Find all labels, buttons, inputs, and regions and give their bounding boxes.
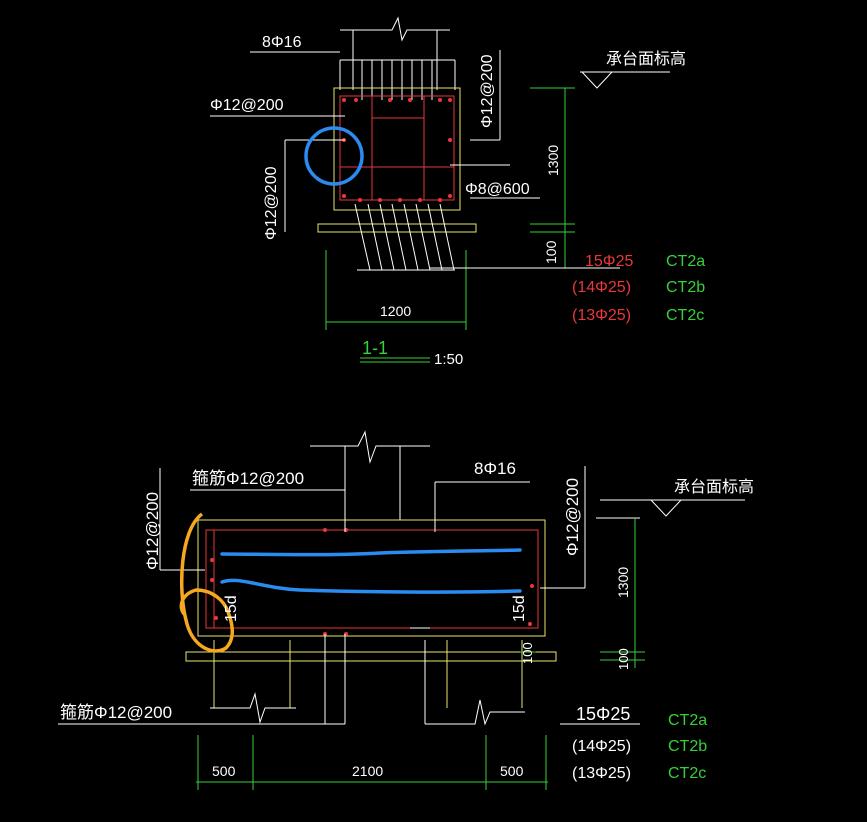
markup-circle [304,126,364,186]
section-bottom-b: (14Φ25) [572,279,631,296]
elev-column-stub [310,430,430,530]
section-dim-width: 1200 [380,303,411,319]
elev-anchor-left: 15d [223,595,240,622]
section-leaders [210,50,620,269]
rebar-dots [342,98,452,202]
section-scale: 1:50 [434,351,463,368]
elev-right-vert-label: Φ12@200 [563,478,582,556]
elev-dim-cover-b: 100 [616,648,631,670]
elev-cushion [185,651,557,662]
rebar-cage [339,95,455,201]
elev-bottom-c: (13Φ25) [572,765,631,782]
section-view: 8Φ16 Φ12@200 Φ12@200 Φ12@200 Φ8@600 承台面标… [210,16,705,368]
pile-bars [354,203,455,271]
section-bottom-a: 15Φ25 [585,253,633,270]
cap-outline [333,87,461,211]
markup-lines [220,548,522,594]
elev-piles [213,640,523,708]
elev-dim-left: 500 [212,763,236,779]
column-stub [340,16,450,90]
section-code-b: CT2b [666,279,705,296]
elev-break-lines [58,627,640,726]
elev-stirrup-top-label: 箍筋Φ12@200 [192,469,304,488]
section-title: 1-1 [362,338,388,358]
section-dim-height: 1300 [545,145,561,176]
elev-rebar-cage [205,529,539,629]
elev-code-a: CT2a [668,712,707,729]
elev-dim-right: 500 [500,763,524,779]
section-elevation-label: 承台面标高 [606,50,686,68]
section-dim-cover: 100 [543,240,559,264]
dowel-bars [339,59,456,100]
section-tie-label: Φ8@600 [465,181,530,198]
elev-rebar-dots [210,528,534,636]
elev-dim-cover-a: 100 [520,642,535,664]
section-right-vert-label: Φ12@200 [479,54,496,128]
section-left-bar-label: Φ12@200 [210,97,284,114]
elev-dim-height: 1300 [615,567,631,598]
cushion-layer [317,223,477,233]
elev-bottom-b: (14Φ25) [572,738,631,755]
section-top-bar-label: 8Φ16 [262,34,302,51]
elev-dims [196,518,645,790]
elev-code-b: CT2b [668,738,707,755]
elev-cap-outline [197,519,546,637]
elev-elevation-label: 承台面标高 [674,478,754,496]
elev-bottom-a: 15Φ25 [576,704,630,724]
section-code-c: CT2c [666,307,704,324]
elevation-marker [580,71,670,89]
elev-stirrup-bottom-label: 箍筋Φ12@200 [60,703,172,722]
elev-dim-mid: 2100 [352,763,383,779]
section-dims [325,87,575,363]
elev-elevation-marker [596,499,745,519]
markup-loop [179,512,234,653]
section-left-vert-label: Φ12@200 [263,166,280,240]
elev-left-vert-label: Φ12@200 [143,492,162,570]
elev-code-c: CT2c [668,765,706,782]
elevation-view: 箍筋Φ12@200 8Φ16 Φ12@200 Φ12@200 承台面标高 15d… [58,430,754,790]
elev-top-bar-label: 8Φ16 [474,459,516,478]
section-bottom-c: (13Φ25) [572,307,631,324]
elev-anchor-right: 15d [511,595,528,622]
section-code-a: CT2a [666,253,705,270]
